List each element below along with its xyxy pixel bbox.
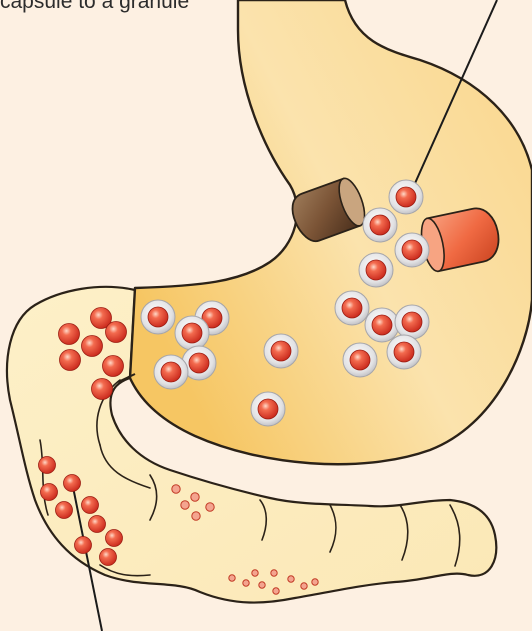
granule	[60, 350, 81, 371]
granule	[41, 484, 58, 501]
granule	[106, 322, 127, 343]
tiny-pellet	[192, 512, 200, 520]
tiny-pellet	[312, 579, 318, 585]
granule	[64, 475, 81, 492]
tiny-pellet	[301, 583, 307, 589]
coated-granule	[395, 233, 429, 267]
coated-granule	[251, 392, 285, 426]
coated-granule	[387, 335, 421, 369]
coated-granule	[154, 355, 188, 389]
tiny-pellet	[206, 503, 214, 511]
granule	[92, 379, 113, 400]
coated-granule	[359, 253, 393, 287]
tiny-pellet	[288, 576, 294, 582]
tiny-pellet	[229, 575, 235, 581]
granule	[100, 549, 117, 566]
coated-granule	[264, 334, 298, 368]
tiny-pellet	[259, 582, 265, 588]
granule	[82, 336, 103, 357]
granule	[56, 502, 73, 519]
coated-granule	[389, 180, 423, 214]
coated-granule	[365, 308, 399, 342]
coated-granule	[175, 316, 209, 350]
coated-granule	[395, 305, 429, 339]
tiny-pellet	[273, 588, 279, 594]
granule	[75, 537, 92, 554]
tiny-pellet	[271, 570, 277, 576]
granule	[39, 457, 56, 474]
tiny-pellet	[243, 580, 249, 586]
tiny-pellet	[191, 493, 199, 501]
coated-granule	[363, 208, 397, 242]
tiny-pellet	[181, 501, 189, 509]
granule	[89, 516, 106, 533]
tiny-pellet	[172, 485, 180, 493]
tiny-pellet	[252, 570, 258, 576]
coated-granule	[141, 300, 175, 334]
coated-granule	[335, 291, 369, 325]
granule	[106, 530, 123, 547]
granule	[82, 497, 99, 514]
coated-granule	[343, 343, 377, 377]
granule	[103, 356, 124, 377]
granule	[59, 324, 80, 345]
